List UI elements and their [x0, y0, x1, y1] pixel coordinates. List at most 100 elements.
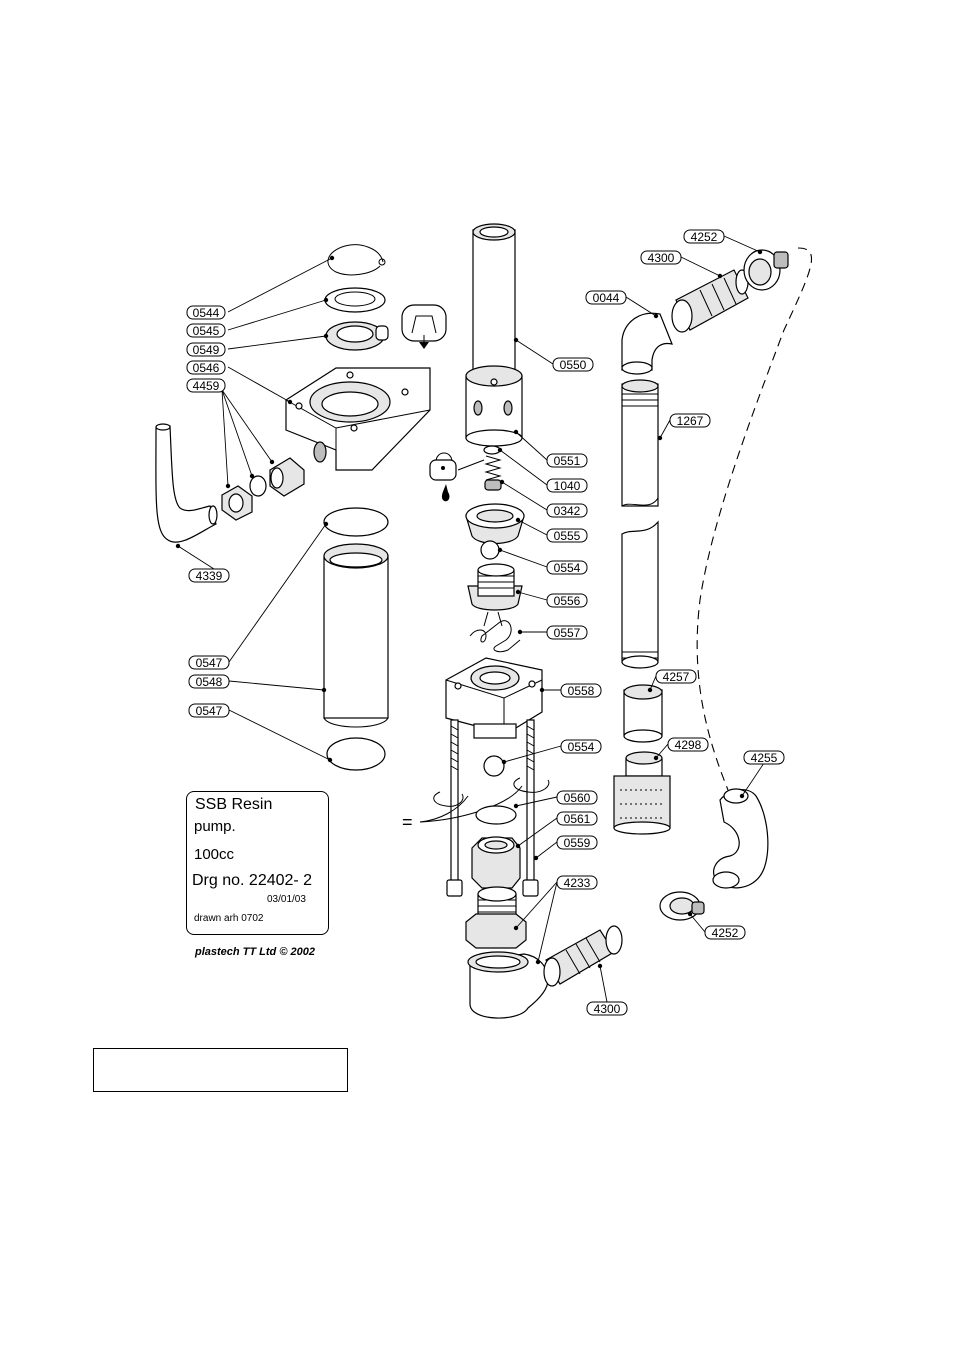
leader-dot-4255 — [740, 794, 744, 798]
part-label-4339: 4339 — [189, 569, 229, 583]
part-label-text: 0547 — [196, 656, 223, 670]
leader-line-0556 — [518, 592, 547, 600]
leader-dot-0342 — [500, 480, 504, 484]
part-label-4300: 4300 — [641, 251, 681, 265]
part-label-text: 0342 — [554, 504, 581, 518]
part-label-0545: 0545 — [187, 324, 225, 338]
leader-line-1040 — [500, 450, 547, 485]
part-label-0554: 0554 — [547, 561, 587, 575]
seal-0560 — [476, 806, 516, 824]
part-label-4459: 4459 — [187, 379, 225, 393]
clamp-4252-bottom — [660, 892, 704, 920]
part-label-0551: 0551 — [547, 454, 587, 468]
leader-dot-0044 — [654, 314, 658, 318]
leader-dot-1267 — [658, 436, 662, 440]
leader-dot-0554 — [502, 760, 506, 764]
tube-0550 — [473, 224, 515, 370]
body-0551 — [466, 366, 522, 446]
part-label-0342: 0342 — [547, 504, 587, 518]
part-label-text: 4233 — [564, 876, 591, 890]
leader-dot-0559 — [534, 856, 538, 860]
o-ring-0547-top — [324, 508, 388, 536]
hose-4339 — [156, 424, 217, 542]
leader-dot-0551 — [514, 430, 518, 434]
title-line-1: SSB Resin — [195, 796, 272, 814]
valve-seat-0556 — [468, 564, 522, 626]
leader-line-4255 — [742, 763, 764, 796]
part-label-0547: 0547 — [189, 656, 229, 670]
leader-line-1267 — [660, 420, 670, 438]
equals-sign: = — [402, 812, 413, 832]
leader-line-0550 — [516, 340, 553, 364]
part-label-text: 1040 — [554, 479, 581, 493]
drawing-date: 03/01/03 — [267, 894, 306, 905]
part-label-0555: 0555 — [547, 529, 587, 543]
leader-line-0544 — [228, 258, 332, 312]
circlip-0544 — [328, 245, 385, 275]
leader-dot-4459 — [250, 474, 254, 478]
leader-dot-4300 — [598, 964, 602, 968]
part-label-text: 4255 — [751, 751, 778, 765]
part-label-text: 4257 — [663, 670, 690, 684]
leader-line-0547 — [229, 524, 326, 662]
leader-line-4339 — [178, 546, 214, 569]
spring-0557 — [470, 621, 520, 652]
elbow-0044 — [622, 313, 672, 374]
leader-dot-0556 — [516, 590, 520, 594]
part-label-0554: 0554 — [561, 740, 601, 754]
leader-dot-0547 — [328, 758, 332, 762]
part-label-text: 0560 — [564, 791, 591, 805]
leader-line-0547 — [229, 710, 330, 760]
spring-0342 — [485, 456, 501, 490]
leader-line-0554 — [500, 550, 547, 567]
part-label-0557: 0557 — [547, 626, 587, 640]
part-label-4252: 4252 — [684, 230, 724, 244]
part-label-4252: 4252 — [705, 926, 745, 940]
part-label-text: 0558 — [568, 684, 595, 698]
leader-dot-4257 — [648, 688, 652, 692]
part-label-text: 0044 — [593, 291, 620, 305]
part-label-text: 0550 — [560, 358, 587, 372]
cup-0555 — [466, 504, 524, 544]
part-label-0549: 0549 — [187, 343, 225, 357]
leader-line-4298 — [656, 744, 668, 758]
part-label-1040: 1040 — [547, 479, 587, 493]
part-label-0560: 0560 — [557, 791, 597, 805]
dashed-connection — [697, 248, 811, 790]
strainer-4298 — [614, 752, 670, 834]
part-label-text: 0545 — [193, 324, 220, 338]
leader-dot-0554 — [498, 548, 502, 552]
leader-dot-4233 — [514, 926, 518, 930]
part-label-text: 4300 — [648, 251, 675, 265]
part-label-0546: 0546 — [187, 361, 225, 375]
leader-line-4233 — [538, 882, 557, 962]
ball-0554-top — [481, 541, 499, 559]
lock-icon — [430, 453, 484, 501]
leader-dot-4459 — [226, 484, 230, 488]
leader-line-0559 — [536, 842, 557, 858]
title-block: SSB Resin pump. 100cc Drg no. 22402- 2 0… — [186, 791, 329, 935]
hose-4255 — [713, 789, 768, 888]
leader-dot-4252 — [688, 912, 692, 916]
cylinder-0548 — [324, 544, 388, 727]
leader-line-0549 — [228, 336, 326, 349]
leader-dot-0547 — [324, 522, 328, 526]
part-label-text: 4459 — [193, 379, 220, 393]
hose-tail-4300-bottom — [544, 926, 622, 986]
leader-line-0555 — [518, 520, 547, 535]
part-label-0559: 0559 — [557, 836, 597, 850]
leader-dot-0548 — [322, 688, 326, 692]
part-label-text: 0556 — [554, 594, 581, 608]
pipe-1267 — [622, 380, 658, 668]
part-label-text: 0554 — [554, 561, 581, 575]
leader-dot-4252 — [758, 250, 762, 254]
part-label-text: 0557 — [554, 626, 581, 640]
part-label-text: 0549 — [193, 343, 220, 357]
leader-dot-1040 — [498, 448, 502, 452]
hose-tail-4300-top — [672, 270, 748, 332]
part-label-0550: 0550 — [553, 358, 593, 372]
fittings-4459 — [222, 458, 304, 520]
part-label-text: 4252 — [712, 926, 739, 940]
washer-1040 — [484, 446, 500, 454]
